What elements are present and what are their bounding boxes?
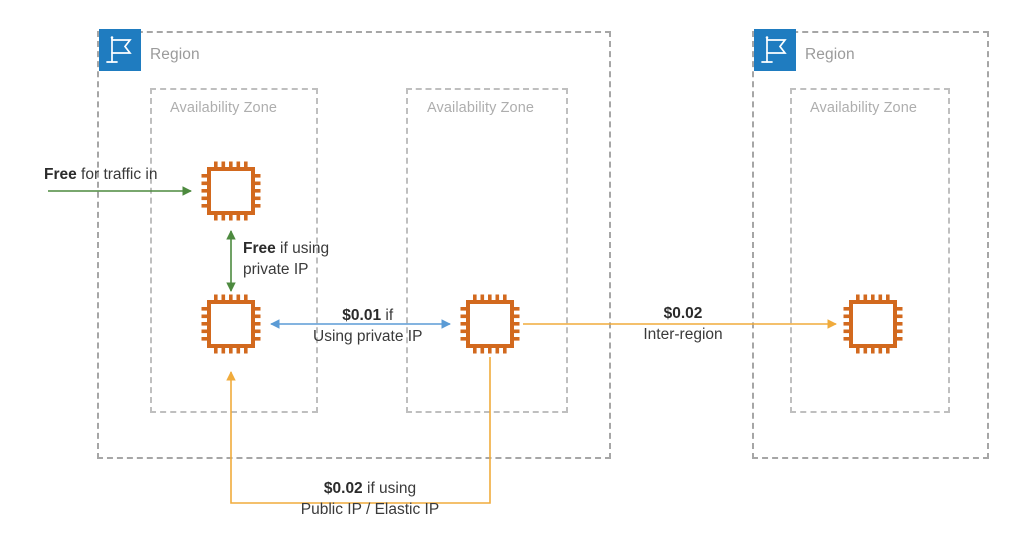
intra-az-price: Free bbox=[243, 240, 276, 257]
inter-az-text-line2: Using private IP bbox=[313, 328, 423, 345]
az-right-1-label: Availability Zone bbox=[810, 100, 918, 116]
edge-label-inter-region: $0.02 Inter-region bbox=[618, 303, 748, 345]
inter-az-price: $0.01 bbox=[342, 307, 382, 324]
edge-label-inbound: Free for traffic in bbox=[44, 164, 157, 185]
edge-label-public-ip: $0.02 if using Public IP / Elastic IP bbox=[262, 478, 478, 520]
inter-az-text: if bbox=[381, 307, 394, 324]
inter-region-price: $0.02 bbox=[663, 305, 703, 322]
az-box-right-1 bbox=[790, 88, 950, 413]
region-flag-icon bbox=[99, 29, 141, 71]
inbound-price: Free bbox=[44, 166, 77, 183]
az-left-1-label: Availability Zone bbox=[170, 100, 278, 116]
edge-label-inter-az: $0.01 if Using private IP bbox=[313, 305, 422, 347]
edge-label-intra-az: Free if using private IP bbox=[243, 238, 329, 280]
cpu-chip-icon bbox=[200, 160, 262, 222]
cpu-chip-icon bbox=[842, 293, 904, 355]
az-box-left-2 bbox=[406, 88, 568, 413]
region-right-label: Region bbox=[805, 46, 855, 63]
az-left-2-label: Availability Zone bbox=[427, 100, 535, 116]
region-flag-icon bbox=[754, 29, 796, 71]
region-left-label: Region bbox=[150, 46, 200, 63]
cpu-chip-icon bbox=[200, 293, 262, 355]
public-ip-text: if using bbox=[362, 480, 417, 497]
inbound-text: for traffic in bbox=[76, 166, 158, 183]
public-ip-text-line2: Public IP / Elastic IP bbox=[300, 501, 440, 518]
inter-region-text-line2: Inter-region bbox=[643, 326, 723, 343]
region-box-right bbox=[752, 31, 989, 459]
public-ip-price: $0.02 bbox=[323, 480, 363, 497]
intra-az-text: if using bbox=[275, 240, 330, 257]
cpu-chip-icon bbox=[459, 293, 521, 355]
intra-az-text-line2: private IP bbox=[243, 261, 309, 278]
